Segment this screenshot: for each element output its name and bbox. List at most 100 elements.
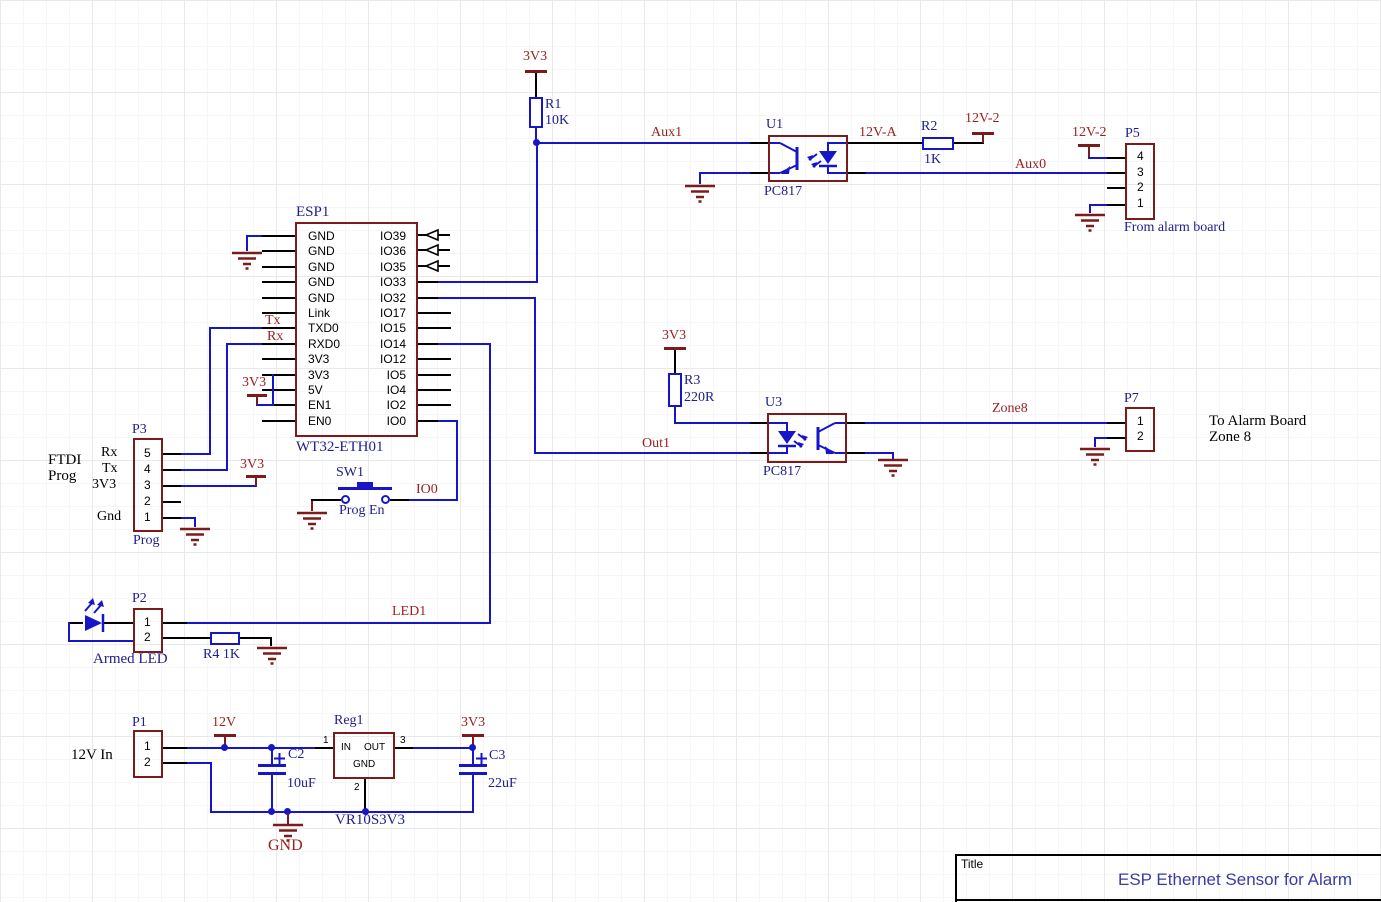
- connector-p5[interactable]: [1125, 143, 1155, 220]
- title-block-label: Title: [961, 857, 984, 871]
- p5-pin-4: 4: [1137, 149, 1144, 163]
- power-flag-12v2-p5[interactable]: [1078, 144, 1100, 147]
- net-label-aux1[interactable]: Aux1: [651, 125, 683, 140]
- esp-pin-io4: IO4: [386, 383, 406, 397]
- power-flag-12v[interactable]: [214, 734, 236, 737]
- p7-pin-2: 2: [1137, 429, 1144, 443]
- switch-actuator: [357, 482, 373, 487]
- title-block-border-bottom: [955, 899, 1381, 901]
- p1-ref: P1: [132, 715, 147, 730]
- power-flag-3v3-r3[interactable]: [664, 347, 686, 350]
- net-label-io0[interactable]: IO0: [416, 482, 438, 497]
- esp-pin-io35: IO35: [379, 260, 406, 274]
- power-flag-12v2-r2[interactable]: [972, 132, 994, 135]
- p2-ref: P2: [132, 591, 147, 606]
- net-label-aux0[interactable]: Aux0: [1015, 157, 1047, 172]
- esp-pin-io14: IO14: [379, 337, 406, 351]
- resistor-r4[interactable]: [210, 632, 240, 645]
- power-label-3v3-esp: 3V3: [242, 375, 267, 390]
- optocoupler-u1-symbol: [770, 142, 846, 174]
- power-flag-3v3-r1[interactable]: [525, 70, 547, 73]
- u1-part: PC817: [764, 184, 803, 199]
- c3-value: 22uF: [488, 776, 517, 791]
- gnd-symbol-u1: [685, 184, 715, 203]
- connector-p1[interactable]: [133, 730, 163, 778]
- junction-dot: [362, 808, 369, 815]
- p3-ref: P3: [132, 422, 147, 437]
- p7-pin-1: 1: [1137, 414, 1144, 428]
- regulator-reg1[interactable]: [333, 732, 395, 779]
- gnd-symbol-p5: [1075, 213, 1105, 232]
- power-flag-3v3-reg[interactable]: [462, 734, 484, 737]
- optocoupler-u3[interactable]: [767, 413, 847, 463]
- p2-pin-1: 1: [144, 615, 151, 629]
- net-label-led1[interactable]: LED1: [392, 604, 427, 619]
- optocoupler-u1[interactable]: [768, 135, 848, 182]
- c2-plus-sign: [274, 753, 285, 764]
- esp-pin-3v3a: 3V3: [308, 352, 330, 366]
- switch-bar: [338, 487, 392, 490]
- esp-part: WT32-ETH01: [296, 439, 384, 455]
- reg1-part: VR10S3V3: [335, 812, 406, 828]
- reg1-num-1: 1: [323, 735, 329, 746]
- title-block-border-left: [955, 854, 957, 902]
- resistor-r1[interactable]: [529, 97, 543, 128]
- reg1-pin-out: OUT: [364, 742, 386, 753]
- esp-pin-io15: IO15: [379, 321, 406, 335]
- connector-p2[interactable]: [133, 608, 163, 653]
- connector-p3[interactable]: [133, 438, 163, 532]
- power-label-3v3-r1: 3V3: [523, 49, 548, 64]
- junction-dot: [284, 808, 291, 815]
- gnd-symbol-psu: [273, 823, 303, 842]
- r2-ref: R2: [921, 119, 938, 134]
- switch-terminal-left: [341, 495, 350, 504]
- esp-pin-5v: 5V: [308, 383, 323, 397]
- reg1-num-2: 2: [354, 782, 360, 793]
- esp-pin-io17: IO17: [379, 306, 406, 320]
- wire-led1: [187, 622, 491, 624]
- c2-value: 10uF: [287, 776, 316, 791]
- p7-caption-line2: Zone 8: [1209, 429, 1252, 445]
- sw1-caption: Prog En: [339, 503, 385, 518]
- p3-label-gnd: Gnd: [97, 509, 122, 524]
- u3-part: PC817: [763, 464, 802, 479]
- reg1-pin-gnd: GND: [353, 759, 376, 770]
- power-flag-3v3-p3[interactable]: [246, 475, 266, 478]
- wire: [535, 128, 537, 144]
- p7-caption-line1: To Alarm Board: [1209, 413, 1307, 429]
- p5-pin-1: 1: [1137, 196, 1144, 210]
- esp-module[interactable]: [295, 222, 418, 437]
- p1-pin-1: 1: [144, 739, 151, 753]
- connector-p7[interactable]: [1125, 407, 1155, 452]
- esp-pin-io39: IO39: [379, 229, 406, 243]
- title-block-title[interactable]: ESP Ethernet Sensor for Alarm: [1118, 870, 1353, 889]
- c2-ref: C2: [288, 747, 305, 762]
- input-arrow-io36: [418, 243, 450, 257]
- net-label-rx[interactable]: Rx: [267, 329, 284, 344]
- p7-ref: P7: [1124, 391, 1139, 406]
- r1-ref: R1: [545, 97, 562, 112]
- net-label-12v-a[interactable]: 12V-A: [859, 125, 897, 140]
- power-label-12v2-p5: 12V-2: [1072, 125, 1107, 140]
- resistor-r3[interactable]: [668, 373, 682, 407]
- esp-pin-io12: IO12: [379, 352, 406, 366]
- p3-pin-2: 2: [144, 494, 151, 508]
- esp-pin-en1: EN1: [308, 398, 332, 412]
- p3-label-3v3: 3V3: [92, 477, 117, 492]
- power-label-3v3-r3: 3V3: [662, 328, 687, 343]
- led-symbol[interactable]: [83, 612, 107, 634]
- esp-pin-io5: IO5: [386, 368, 406, 382]
- r3-ref: R3: [684, 373, 701, 388]
- power-label-12v2-r2: 12V-2: [965, 111, 1000, 126]
- net-label-tx[interactable]: Tx: [265, 313, 281, 328]
- net-label-out1[interactable]: Out1: [642, 436, 670, 451]
- esp-pin-io2: IO2: [386, 398, 406, 412]
- input-arrow-io35: [418, 259, 450, 273]
- net-label-zone8[interactable]: Zone8: [992, 401, 1028, 416]
- resistor-r2[interactable]: [922, 137, 954, 150]
- esp-pin-gnd4: GND: [308, 275, 335, 289]
- p3-label-tx: Tx: [102, 461, 118, 476]
- wire-zone8: [865, 422, 1107, 424]
- power-flag-3v3-esp[interactable]: [247, 394, 267, 397]
